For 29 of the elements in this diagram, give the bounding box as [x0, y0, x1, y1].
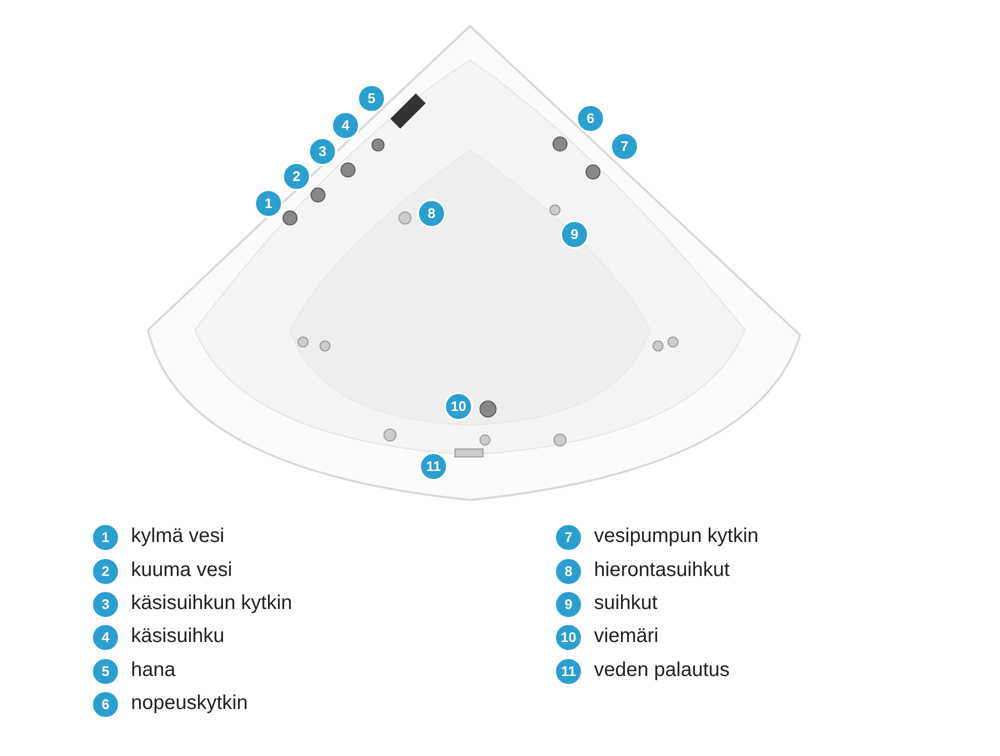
legend-text: nopeuskytkin	[131, 691, 248, 715]
legend-number: 11	[554, 657, 583, 686]
callout-number: 2	[282, 162, 311, 191]
legend-number: 4	[91, 623, 120, 652]
legend-text: hana	[131, 658, 176, 682]
legend-number: 3	[91, 590, 120, 619]
legend-text: kylmä vesi	[131, 524, 224, 548]
legend-text: käsisuihkun kytkin	[131, 591, 292, 615]
legend-number: 2	[91, 557, 120, 586]
callout-number: 7	[610, 132, 639, 161]
callout-number: 3	[308, 137, 337, 166]
callout-number: 1	[254, 189, 283, 218]
legend-text: kuuma vesi	[131, 558, 232, 582]
legend-text: hierontasuihkut	[594, 558, 730, 582]
callout-number: 6	[576, 104, 605, 133]
legend-number: 5	[91, 657, 120, 686]
callout-number: 5	[357, 84, 386, 113]
legend-number: 7	[554, 523, 583, 552]
legend-number: 9	[554, 590, 583, 619]
legend-number: 6	[91, 690, 120, 719]
legend-text: vesipumpun kytkin	[594, 524, 759, 548]
legend-number: 8	[554, 557, 583, 586]
legend-number: 1	[91, 523, 120, 552]
legend-text: käsisuihku	[131, 624, 224, 648]
legend-text: suihkut	[594, 591, 658, 615]
legend-text: veden palautus	[594, 658, 730, 682]
callout-number: 4	[331, 111, 360, 140]
legend-text: viemäri	[594, 624, 658, 648]
legend-number: 10	[554, 623, 583, 652]
